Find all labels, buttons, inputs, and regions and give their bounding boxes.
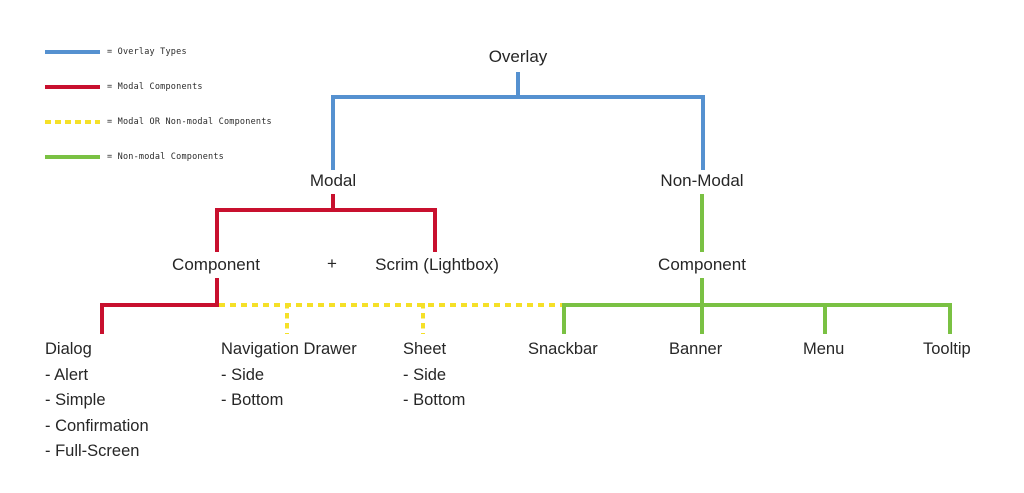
leaf-tooltip-title: Tooltip <box>923 340 971 358</box>
leaf-snackbar: Snackbar <box>528 337 598 363</box>
edge-shared-bus <box>219 303 564 307</box>
legend-item-overlay-types: = Overlay Types <box>45 40 465 64</box>
node-modal-scrim: Scrim (Lightbox) <box>375 255 499 274</box>
leaf-navigation-drawer-item-side: - Side <box>221 365 265 384</box>
leaf-dialog-item-full-screen: - Full-Screen <box>45 442 140 460</box>
edge-shared-to-sheet <box>421 303 425 334</box>
edge-non-modal-to-menu <box>823 303 827 334</box>
edge-non-modal-stem <box>700 194 704 252</box>
leaf-sheet-title: Sheet <box>403 340 447 358</box>
legend-swatch-overlay-types <box>45 50 100 54</box>
legend-item-non-modal-components: = Non-modal Components <box>45 145 465 169</box>
leaf-sheet-item-bottom: - Bottom <box>403 391 466 409</box>
leaf-dialog-item-alert: - Alert <box>45 365 89 384</box>
edge-shared-to-navigation-drawer <box>285 303 289 334</box>
node-modal-plus: + <box>327 254 337 273</box>
legend: = Overlay Types = Modal Components = Mod… <box>45 40 465 169</box>
edge-non-modal-leaf-bus <box>562 303 952 307</box>
edge-overlay-to-modal <box>331 95 335 170</box>
edge-modal-to-dialog <box>100 303 104 334</box>
leaf-dialog-item-confirmation: - Confirmation <box>45 416 149 435</box>
legend-label-overlay-types: = Overlay Types <box>107 47 187 57</box>
leaf-banner-title: Banner <box>669 340 723 358</box>
leaf-dialog: Dialog - Alert - Simple - Confirmation -… <box>45 337 149 465</box>
leaf-sheet-item-side: - Side <box>403 365 447 384</box>
edge-overlay-stem <box>516 72 520 97</box>
leaf-menu-title: Menu <box>803 340 845 358</box>
leaf-menu: Menu <box>803 337 844 363</box>
legend-swatch-modal-or-non-modal-components <box>45 120 100 124</box>
leaf-dialog-item-simple: - Simple <box>45 391 106 409</box>
leaf-tooltip: Tooltip <box>923 337 971 363</box>
edge-non-modal-component-stem <box>700 278 704 307</box>
edge-modal-component-stem <box>215 278 219 307</box>
legend-label-modal-components: = Modal Components <box>107 82 203 92</box>
leaf-navigation-drawer-title: Navigation Drawer <box>221 340 357 358</box>
legend-swatch-modal-components <box>45 85 100 89</box>
edge-non-modal-to-tooltip <box>948 303 952 334</box>
leaf-banner: Banner <box>669 337 722 363</box>
node-modal-component: Component <box>172 255 260 274</box>
legend-item-modal-or-non-modal-components: = Modal OR Non-modal Components <box>45 110 465 134</box>
node-non-modal: Non-Modal <box>660 171 744 190</box>
edge-non-modal-to-banner <box>700 303 704 334</box>
leaf-navigation-drawer: Navigation Drawer - Side - Bottom <box>221 337 357 414</box>
leaf-sheet: Sheet - Side - Bottom <box>403 337 465 414</box>
edge-overlay-to-non-modal <box>701 95 705 170</box>
edge-modal-bus <box>215 208 437 212</box>
edge-modal-to-component <box>215 208 219 252</box>
legend-label-modal-or-non-modal-components: = Modal OR Non-modal Components <box>107 117 272 127</box>
edge-modal-leaf-bus <box>100 303 219 307</box>
leaf-dialog-title: Dialog <box>45 340 92 358</box>
leaf-snackbar-title: Snackbar <box>528 340 598 358</box>
legend-label-non-modal-components: = Non-modal Components <box>107 152 224 162</box>
edge-overlay-bus <box>331 95 705 99</box>
edge-modal-stem <box>331 194 335 212</box>
node-modal: Modal <box>309 171 357 190</box>
node-overlay: Overlay <box>488 47 548 66</box>
edge-non-modal-to-snackbar <box>562 303 566 334</box>
node-non-modal-component: Component <box>658 255 746 274</box>
legend-swatch-non-modal-components <box>45 155 100 159</box>
legend-item-modal-components: = Modal Components <box>45 75 465 99</box>
leaf-navigation-drawer-item-bottom: - Bottom <box>221 391 284 409</box>
edge-modal-to-scrim <box>433 208 437 252</box>
